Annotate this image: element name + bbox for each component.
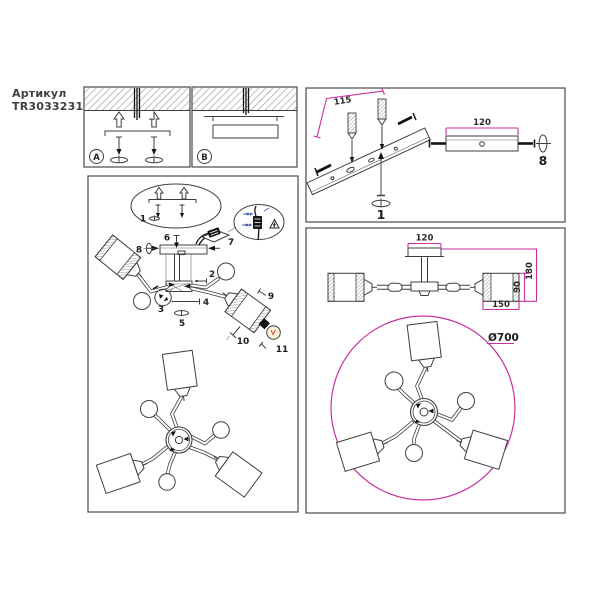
callout-10-group: 10 <box>226 326 250 347</box>
up-arrow-icon <box>154 186 164 200</box>
canopy-plate <box>159 244 208 255</box>
anchor-dowel <box>347 98 387 163</box>
arm-bead <box>445 282 461 292</box>
callout-7: 7 <box>228 238 234 248</box>
dimensions-box: 120 180 90 150 Ø700 <box>305 227 566 514</box>
callout-10: 10 <box>237 337 250 347</box>
mounting-bracket-iso <box>306 127 431 196</box>
dim-150-label: 150 <box>492 300 510 310</box>
dim-90: 90 <box>513 272 529 302</box>
rotate-plug-icon <box>371 198 391 208</box>
power-wires <box>242 88 250 115</box>
callout-4-group: 4 <box>171 298 209 308</box>
dim-120-label: 120 <box>416 234 434 244</box>
panel-b: B <box>191 86 298 168</box>
side-elevation: 120 180 90 150 <box>327 234 538 311</box>
anchor-inset: 1 <box>130 183 222 229</box>
callout-4: 4 <box>203 298 209 308</box>
wall-plug-icon <box>110 155 163 164</box>
panel-a-label: A <box>93 153 100 163</box>
panel-b-label: B <box>201 153 207 163</box>
dim-90-label: 90 <box>513 281 523 293</box>
panel-b-badge <box>197 149 212 164</box>
callout-8-plate: 8 <box>136 246 142 256</box>
dim-120: 120 <box>407 234 442 248</box>
screw-down-icon <box>155 204 185 218</box>
panel-a-badge <box>89 149 104 164</box>
bulb-socket <box>258 318 270 330</box>
terminal-block <box>207 227 221 238</box>
screw-down-icon <box>116 136 157 155</box>
bracket-line <box>104 130 171 136</box>
dim-180: 180 <box>441 248 538 302</box>
screw-6 <box>173 235 180 248</box>
hub-top-view <box>165 426 193 454</box>
hub-top-view <box>409 397 439 427</box>
wiring-assembly: 7 <box>195 204 285 248</box>
canopy-assembly: 6 8 <box>136 234 220 281</box>
callout-2-group: 2 <box>194 270 215 284</box>
article-label: Артикул <box>12 87 67 100</box>
canopy-plate <box>407 247 442 257</box>
dim-180-label: 180 <box>525 262 535 280</box>
ceiling-hatch <box>192 87 297 111</box>
dim-diameter-label: Ø700 <box>488 332 519 344</box>
hub-side <box>410 281 439 292</box>
wiring-detail-bubble <box>233 204 285 240</box>
callout-9: 9 <box>268 292 274 302</box>
glass-ball <box>457 392 475 410</box>
callout-1-inset: 1 <box>140 215 146 225</box>
dim-120-label: 120 <box>473 118 491 128</box>
bulb-group: 11 <box>258 318 289 355</box>
diameter-circle <box>330 315 516 501</box>
diameter-top-view: Ø700 <box>330 315 519 501</box>
canopy-plate <box>212 124 279 139</box>
up-arrow-icon <box>179 186 189 200</box>
long-screw-up <box>377 152 385 197</box>
bracket-screw <box>314 112 417 177</box>
dim-115: 115 <box>313 87 386 139</box>
wire-insert-arrows <box>242 207 270 227</box>
callout-2: 2 <box>209 270 215 280</box>
glass-ball <box>212 421 230 439</box>
callout-5: 5 <box>179 319 185 329</box>
glass-ball <box>158 473 176 491</box>
article-code: Артикул TR3033231 <box>12 87 83 113</box>
dim-150: 150 <box>482 300 520 311</box>
callout-3-group: 3 <box>154 288 174 315</box>
mounting-bracket-side <box>428 134 551 153</box>
callout-11: 11 <box>276 345 289 355</box>
hardware-box: 1 115 120 8 <box>305 87 566 223</box>
callout-8: 8 <box>539 153 548 168</box>
glass-ball <box>140 400 158 418</box>
callout-9-group: 9 <box>257 288 274 302</box>
bulb-filament <box>270 329 276 336</box>
dim-120-bracket: 120 <box>445 118 519 135</box>
glass-ball <box>133 292 151 310</box>
article-number: TR3033231 <box>12 100 83 113</box>
panel-a: A <box>83 86 191 168</box>
callout-3: 3 <box>158 305 164 315</box>
assembled-top-view <box>95 349 263 498</box>
callout-1: 1 <box>377 207 386 222</box>
dim-115-label: 115 <box>333 95 352 108</box>
electric-warning-icon <box>269 218 280 229</box>
callout-5-group: 5 <box>174 310 189 329</box>
glass-ball <box>405 444 423 462</box>
arm-bead <box>387 282 403 292</box>
up-arrow-icon <box>113 110 160 128</box>
callout-6: 6 <box>164 234 170 244</box>
power-wires <box>133 88 141 120</box>
glass-ball <box>217 262 235 281</box>
assembly-panel: 1 6 8 <box>87 175 299 513</box>
glass-ball <box>384 371 404 391</box>
bulb-glass <box>266 325 281 340</box>
